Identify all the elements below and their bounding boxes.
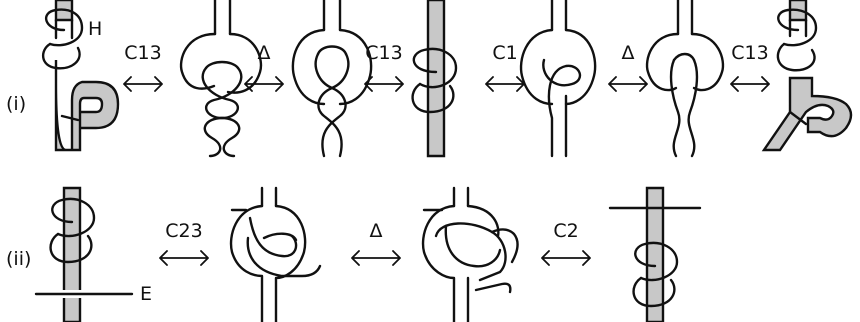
double-arrow-i-2 bbox=[244, 76, 284, 92]
knot-figure-i-6 bbox=[645, 0, 725, 158]
double-arrow-ii-1 bbox=[159, 250, 209, 266]
handle-label: H bbox=[88, 18, 103, 40]
double-arrow-i-5 bbox=[608, 76, 648, 92]
knot-figure-i-2 bbox=[179, 0, 263, 158]
move-label-i-6: C13 bbox=[731, 42, 769, 64]
double-arrow-i-3 bbox=[364, 76, 404, 92]
move-label-i-5: Δ bbox=[621, 42, 635, 64]
knot-figure-i-5 bbox=[519, 0, 597, 158]
knot-figure-ii-1 bbox=[34, 186, 134, 322]
move-label-ii-2: Δ bbox=[369, 220, 383, 242]
knot-figure-ii-2 bbox=[229, 186, 322, 322]
row-label-i: (i) bbox=[6, 93, 27, 115]
knot-figure-i-1 bbox=[42, 0, 120, 152]
double-arrow-i-1 bbox=[123, 76, 163, 92]
move-label-i-3: C13 bbox=[365, 42, 403, 64]
edge-label: E bbox=[140, 283, 153, 305]
knot-figure-ii-3 bbox=[421, 186, 519, 322]
double-arrow-i-4 bbox=[485, 76, 525, 92]
knot-figure-i-3 bbox=[291, 0, 373, 158]
move-label-i-1: C13 bbox=[124, 42, 162, 64]
knot-figure-i-4 bbox=[411, 0, 458, 158]
row-label-ii: (ii) bbox=[6, 248, 32, 270]
knot-figure-i-7 bbox=[761, 0, 853, 152]
knot-figure-ii-4 bbox=[608, 186, 702, 322]
double-arrow-ii-3 bbox=[541, 250, 591, 266]
move-label-ii-3: C2 bbox=[553, 220, 579, 242]
double-arrow-ii-2 bbox=[351, 250, 401, 266]
move-label-i-4: C1 bbox=[492, 42, 518, 64]
double-arrow-i-6 bbox=[730, 76, 770, 92]
move-label-ii-1: C23 bbox=[165, 220, 203, 242]
